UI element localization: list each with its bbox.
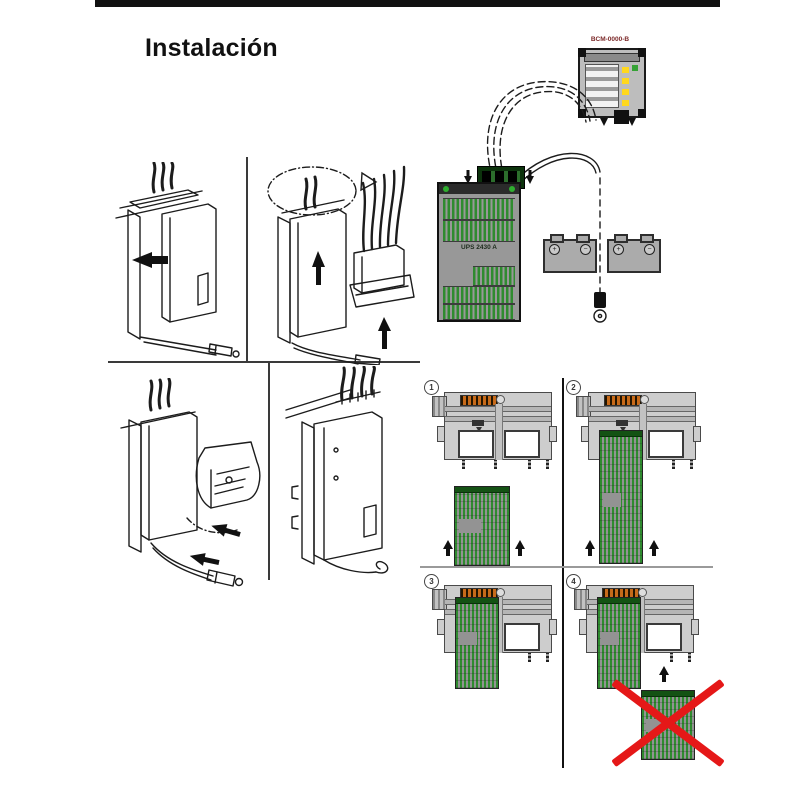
pcb-gap [459, 519, 481, 533]
pivot-screw [496, 588, 505, 597]
mount-ear [691, 619, 699, 635]
page-title: Instalación [145, 34, 278, 62]
spring-screw [462, 460, 465, 469]
board-mounting-strip [439, 184, 519, 194]
step-illustration-attach-connector [120, 378, 261, 587]
spring-screw [690, 460, 693, 469]
mount-ear [437, 426, 445, 442]
step-illustration-lift-module [267, 165, 415, 365]
step-number-badge: 2 [566, 380, 581, 395]
mount-ear [693, 426, 701, 442]
bcm-label-strips [585, 64, 619, 108]
left-grid-horizontal-divider [108, 361, 420, 363]
pivot-screw [496, 395, 505, 404]
pcb-component-row [443, 286, 515, 304]
battery-positive-terminal: + [549, 244, 560, 255]
ups-board-label: UPS 2430 A [461, 244, 497, 251]
bcm-module-label: BCM-0000-B [590, 36, 630, 43]
pivot-screw [638, 588, 647, 597]
step-number-badge: 1 [424, 380, 439, 395]
chassis-front-view-step1 [432, 392, 557, 472]
pcb-gap [459, 632, 477, 645]
bcm-corner-block [578, 48, 586, 57]
pcb-gap [601, 632, 619, 645]
pivot-screw [640, 395, 649, 404]
pcb-component-row [443, 198, 515, 220]
right-bay-window [646, 623, 682, 651]
battery-negative-terminal: − [580, 244, 591, 255]
right-bay-window [504, 430, 540, 458]
bcm-wire-connector [614, 110, 629, 124]
spring-screw [672, 460, 675, 469]
ups-board-step1 [454, 486, 510, 566]
spring-screw [528, 653, 531, 662]
bcm-top-bar [584, 53, 640, 62]
spring-screw [670, 653, 673, 662]
insert-up-arrow-icon [443, 540, 453, 556]
left-grid-vertical-divider-bottom [268, 363, 270, 580]
bcm-corner-block [638, 109, 646, 118]
pcb-component-row [473, 266, 515, 286]
wiring-cables-drawing [464, 80, 607, 323]
ups-board-step3 [455, 597, 499, 689]
insert-up-arrow-icon [649, 540, 659, 556]
insert-up-arrow-icon [659, 666, 669, 682]
right-bay-window [504, 623, 540, 651]
bcm-led-column [622, 66, 629, 106]
left-grid-vertical-divider-top [246, 157, 248, 362]
forbidden-x-icon [611, 678, 725, 768]
center-rail [495, 404, 503, 460]
mount-ear [581, 426, 589, 442]
step-illustration-assembled-module [285, 366, 389, 574]
battery-left: + − [543, 234, 597, 273]
step-number-badge: 3 [424, 574, 439, 589]
bcm-green-led [632, 65, 638, 71]
bcm-corner-block [578, 109, 586, 118]
bcm-corner-block [638, 48, 646, 57]
chassis-side-box [432, 589, 447, 610]
step-grid-horizontal-divider [420, 566, 713, 568]
pcb-gap [603, 493, 621, 507]
spring-screw [546, 653, 549, 662]
battery-negative-terminal: − [644, 244, 655, 255]
terminal-slots [482, 171, 520, 185]
insert-up-arrow-icon [515, 540, 525, 556]
chassis-side-box [576, 396, 591, 417]
mount-ear [549, 426, 557, 442]
spring-screw [494, 460, 497, 469]
spring-screw [546, 460, 549, 469]
mount-ear [437, 619, 445, 635]
battery-right: + − [607, 234, 661, 273]
left-bay-window [458, 430, 494, 458]
ups-board-step4-installed [597, 597, 641, 689]
retention-clip [616, 420, 628, 432]
connector-arrow-icon [628, 118, 636, 126]
pcb-component-row [443, 304, 515, 320]
step-grid-vertical-divider [562, 378, 564, 768]
ups-circuit-board: UPS 2430 A [437, 182, 521, 322]
backplane-connector [604, 395, 642, 406]
right-bay-window [648, 430, 684, 458]
battery-positive-terminal: + [613, 244, 624, 255]
mount-ear [579, 619, 587, 635]
ups-board-step2 [599, 430, 643, 564]
backplane-connector [460, 395, 498, 406]
bcm-monitor-module [578, 48, 646, 124]
mount-ear [549, 619, 557, 635]
retention-clip [472, 420, 484, 432]
step-illustration-slide-module-in [115, 162, 240, 358]
top-divider-bar [95, 0, 720, 7]
pcb-component-row [443, 220, 515, 242]
step-number-badge: 4 [566, 574, 581, 589]
spring-screw [528, 460, 531, 469]
connector-arrow-icon [600, 118, 608, 126]
insert-up-arrow-icon [585, 540, 595, 556]
spring-screw [688, 653, 691, 662]
